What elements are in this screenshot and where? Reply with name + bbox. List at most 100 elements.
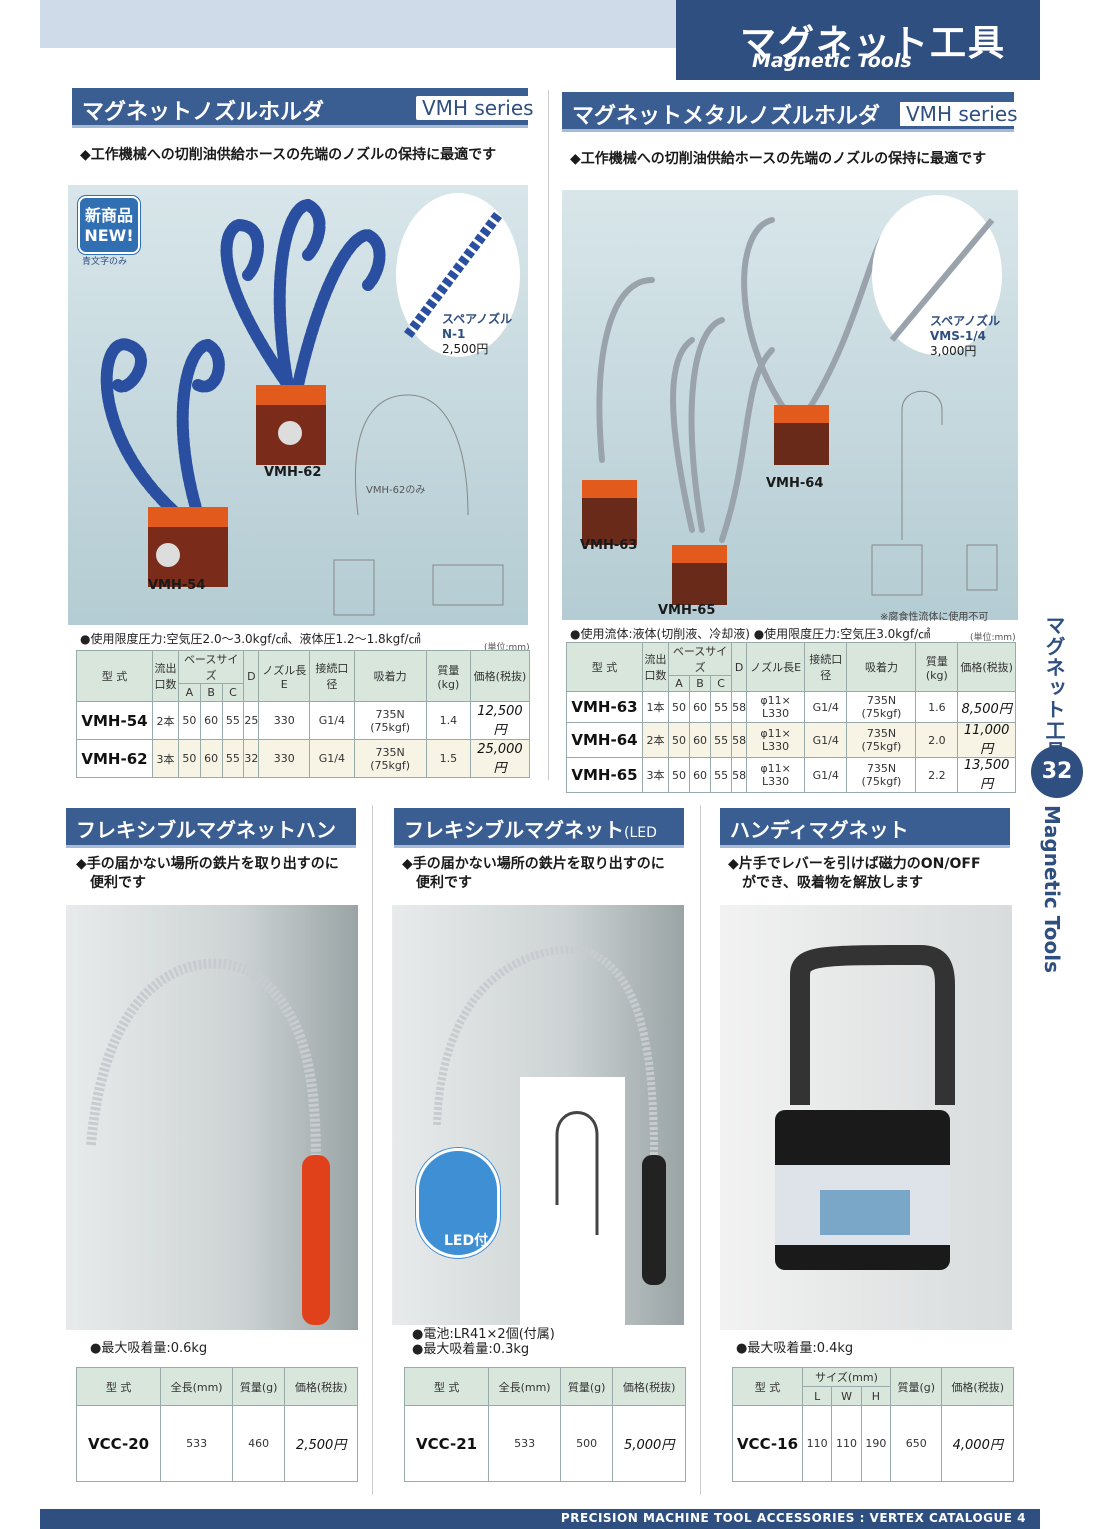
badge-note: 青文字のみ: [82, 257, 128, 267]
cell: 2.2: [915, 757, 959, 793]
th-price: 価格(税抜): [612, 1367, 686, 1406]
footer-text: PRECISION MACHINE TOOL ACCESSORIES : VER…: [560, 1511, 1026, 1525]
th-h: H: [860, 1386, 892, 1406]
cell-model: VCC-20: [75, 1405, 162, 1482]
cell: 330: [258, 739, 311, 778]
cell-price: 2,500円: [284, 1405, 358, 1482]
th-b: B: [689, 675, 712, 692]
cell-price: 4,000円: [941, 1405, 1014, 1482]
spec-table-vcc20: 型 式 全長(mm) 質量(g) 価格(税抜) VCC-20 533 460 2…: [75, 1367, 358, 1482]
cell: G1/4: [309, 701, 355, 740]
section-title-text: マグネットメタルノズルホルダ: [572, 104, 881, 129]
cell: G1/4: [803, 757, 848, 793]
column-divider: [548, 90, 549, 780]
product-label-vmh65: VMH-65: [658, 603, 716, 618]
spare-nozzle-name: スペアノズル: [442, 312, 513, 326]
spec-table-vcc21: 型 式 全長(mm) 質量(g) 価格(税抜) VCC-21 533 500 5…: [403, 1367, 686, 1482]
cell: 50: [178, 701, 201, 740]
table-row: VCC-21 533 500 5,000円: [403, 1405, 686, 1482]
product-photo-vcc20: [66, 905, 358, 1330]
cell-model: VMH-65: [566, 757, 643, 793]
cell: 58: [731, 757, 748, 793]
th-w: W: [831, 1386, 862, 1406]
cell: G1/4: [803, 722, 848, 758]
spare-nozzle-name: スペアノズル: [930, 314, 1001, 328]
th-nozzle-length: ノズル長E: [746, 642, 805, 692]
cell: 55: [221, 701, 245, 740]
column-divider: [372, 805, 373, 1495]
th-mass: 質量(g): [560, 1367, 614, 1406]
spare-nozzle-info: スペアノズル N-1 2,500円: [442, 312, 512, 357]
cell-price: 8,500円: [957, 691, 1016, 723]
vmh62-only-note: VMH-62のみ: [366, 485, 426, 496]
th-nozzle-length: ノズル長E: [258, 650, 311, 702]
product-description: ◆片手でレバーを引けば磁力のON/OFF ができ、吸着物を解放します: [728, 855, 981, 893]
th-l: L: [801, 1386, 833, 1406]
description-line: ◆手の届かない場所の鉄片を取り出すのに: [76, 856, 339, 872]
cell: 533: [160, 1405, 234, 1482]
spec-table-vmh-right: 型 式 流出口数 ベースサイズ D ノズル長E 接続口径 吸着力 質量(kg) …: [566, 642, 1016, 793]
th-model: 型 式: [76, 650, 153, 702]
cell-model: VMH-63: [566, 691, 643, 723]
nozzle-illustration: [100, 193, 520, 616]
cell: 60: [199, 739, 223, 778]
spare-nozzle-code: VMS-1/4: [930, 329, 986, 343]
cell: 58: [731, 691, 748, 723]
description-line: ◆片手でレバーを引けば磁力のON/OFF: [728, 856, 981, 872]
cell-price: 11,000円: [957, 722, 1016, 758]
product-photo-vcc16: [720, 905, 1012, 1330]
description-line: 便利です: [416, 875, 472, 891]
cell-model: VMH-64: [566, 722, 643, 758]
cell-price: 25,000円: [469, 739, 531, 778]
page-title: マグネット工具: [740, 23, 1007, 64]
cell: 25: [243, 701, 260, 740]
th-d: D: [731, 642, 748, 692]
corrosive-note: ※腐食性流体に使用不可: [880, 612, 989, 623]
th-price: 価格(税抜): [284, 1367, 358, 1406]
cell: 3本: [152, 739, 179, 778]
new-product-badge: 新商品 NEW!: [78, 196, 140, 254]
th-price: 価格(税抜): [941, 1367, 1014, 1406]
product-photo-vcc21: [392, 905, 684, 1325]
th-length: 全長(mm): [488, 1367, 562, 1406]
cell: 55: [710, 691, 733, 723]
table-row: VMH-63 1本 50 60 55 58 φ11× L330 G1/4 735…: [566, 691, 1016, 723]
table-row: VCC-16 110 110 190 650 4,000円: [732, 1405, 1014, 1482]
product-photo-vmh54-62: [68, 185, 528, 625]
cell: 330: [258, 701, 311, 740]
cell: 60: [689, 757, 712, 793]
cell: 55: [221, 739, 245, 778]
adhesion-spec: ●最大吸着量:0.6kg: [90, 1341, 208, 1356]
th-base-size: ベースサイズ: [177, 650, 245, 684]
spec-table-vcc16: 型 式 サイズ(mm) 質量(g) 価格(税抜) L W H VCC-16 11…: [732, 1367, 1014, 1482]
th-length: 全長(mm): [160, 1367, 234, 1406]
cell-model: VMH-54: [76, 701, 153, 740]
handy-magnet-illustration: [775, 944, 955, 1270]
th-mass: 質量(kg): [915, 642, 959, 692]
table-row: VMH-62 3本 50 60 55 32 330 G1/4 735N (75k…: [76, 739, 531, 778]
page-number: 32: [1031, 746, 1083, 798]
spare-nozzle-code: N-1: [442, 327, 466, 341]
cell: 60: [689, 691, 712, 723]
th-mass: 質量(g): [890, 1367, 943, 1406]
th-mass: 質量(g): [232, 1367, 286, 1406]
cell: 3本: [642, 757, 669, 793]
section-title-text: マグネットノズルホルダ: [82, 100, 325, 125]
spare-nozzle-info: スペアノズル VMS-1/4 3,000円: [930, 314, 1000, 359]
product-description: ◆工作機械への切削油供給ホースの先端のノズルの保持に最適です: [80, 147, 497, 163]
page-subtitle: Magnetic Tools: [752, 50, 912, 72]
description-line: 便利です: [90, 875, 146, 891]
cell: 60: [199, 701, 223, 740]
th-connection: 接続口径: [803, 642, 848, 692]
cell: 735N (75kgf): [846, 722, 917, 758]
cell-model: VCC-16: [732, 1405, 803, 1482]
product-description: ◆工作機械への切削油供給ホースの先端のノズルの保持に最適です: [570, 151, 987, 167]
product-label-vmh63: VMH-63: [580, 538, 638, 553]
cell: 110: [801, 1405, 833, 1482]
cell: 50: [667, 691, 691, 723]
th-adhesion: 吸着力: [846, 642, 917, 692]
product-description: ◆手の届かない場所の鉄片を取り出すのに 便利です: [76, 855, 339, 893]
th-model: 型 式: [75, 1367, 162, 1406]
section-title-vcc20: フレキシブルマグネットハンド: [66, 808, 356, 871]
cell: φ11× L330: [746, 757, 805, 793]
